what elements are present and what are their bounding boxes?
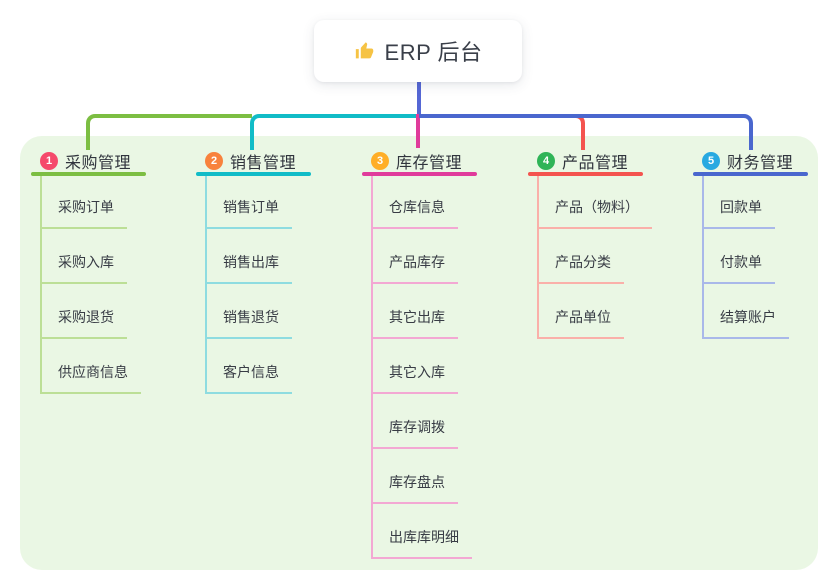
child-node[interactable]: 采购订单 xyxy=(42,176,141,229)
branch-header-4[interactable]: 4 产品管理 xyxy=(537,150,628,172)
branch-number-badge: 4 xyxy=(537,152,555,170)
child-node[interactable]: 出库库明细 xyxy=(373,504,472,559)
child-node-label: 库存调拨 xyxy=(373,417,458,449)
branch-underline xyxy=(693,172,808,176)
child-node-label: 销售退货 xyxy=(207,307,292,339)
child-node[interactable]: 客户信息 xyxy=(207,339,292,394)
child-node-label: 产品库存 xyxy=(373,252,458,284)
root-node-erp[interactable]: ERP 后台 xyxy=(314,20,522,82)
child-node[interactable]: 付款单 xyxy=(704,229,789,284)
connector-branch-1 xyxy=(86,114,252,150)
child-node-label: 采购订单 xyxy=(42,197,127,229)
child-node-label: 客户信息 xyxy=(207,362,292,394)
child-node-label: 供应商信息 xyxy=(42,362,141,394)
child-node[interactable]: 产品（物料） xyxy=(539,176,652,229)
branch-underline xyxy=(31,172,146,176)
child-node[interactable]: 其它入库 xyxy=(373,339,472,394)
child-node-label: 采购退货 xyxy=(42,307,127,339)
branch-number-badge: 3 xyxy=(371,152,389,170)
child-node-label: 结算账户 xyxy=(704,307,789,339)
child-node-label: 产品分类 xyxy=(539,252,624,284)
child-node[interactable]: 库存调拨 xyxy=(373,394,472,449)
child-node-label: 付款单 xyxy=(704,252,775,284)
child-node[interactable]: 采购入库 xyxy=(42,229,141,284)
branch-header-2[interactable]: 2 销售管理 xyxy=(205,150,296,172)
branch-label: 财务管理 xyxy=(727,155,794,172)
child-node[interactable]: 产品分类 xyxy=(539,229,652,284)
branch-underline xyxy=(528,172,643,176)
branch-header-3[interactable]: 3 库存管理 xyxy=(371,150,462,172)
child-node-label: 其它出库 xyxy=(373,307,458,339)
child-node-label: 产品单位 xyxy=(539,307,624,339)
branch-label: 库存管理 xyxy=(396,155,463,172)
branch-header-1[interactable]: 1 采购管理 xyxy=(40,150,131,172)
branch-label: 采购管理 xyxy=(65,155,132,172)
connector-branch-5 xyxy=(419,114,753,150)
branches-panel xyxy=(20,136,818,570)
branch-underline xyxy=(362,172,477,176)
branch-label: 销售管理 xyxy=(230,155,297,172)
branch-children-3: 仓库信息产品库存其它出库其它入库库存调拨库存盘点出库库明细 xyxy=(371,176,472,559)
child-node[interactable]: 结算账户 xyxy=(704,284,789,339)
child-node-label: 产品（物料） xyxy=(539,197,652,229)
child-node-label: 回款单 xyxy=(704,197,775,229)
child-node[interactable]: 销售退货 xyxy=(207,284,292,339)
child-node[interactable]: 仓库信息 xyxy=(373,176,472,229)
connector-branch-2 xyxy=(250,114,417,150)
branch-number-badge: 5 xyxy=(702,152,720,170)
branch-underline xyxy=(196,172,311,176)
child-node-label: 仓库信息 xyxy=(373,197,458,229)
branch-header-5[interactable]: 5 财务管理 xyxy=(702,150,793,172)
child-node-label: 库存盘点 xyxy=(373,472,458,504)
child-node[interactable]: 供应商信息 xyxy=(42,339,141,394)
branch-children-4: 产品（物料） 产品分类产品单位 xyxy=(537,176,652,339)
child-node[interactable]: 销售订单 xyxy=(207,176,292,229)
root-connector xyxy=(417,82,421,116)
child-node[interactable]: 库存盘点 xyxy=(373,449,472,504)
connector-branch-3 xyxy=(416,114,420,148)
child-node[interactable]: 产品单位 xyxy=(539,284,652,339)
branch-label: 产品管理 xyxy=(562,155,629,172)
branch-number-badge: 1 xyxy=(40,152,58,170)
child-node[interactable]: 产品库存 xyxy=(373,229,472,284)
branch-children-2: 销售订单销售出库销售退货客户信息 xyxy=(205,176,292,394)
child-node[interactable]: 其它出库 xyxy=(373,284,472,339)
branch-children-1: 采购订单采购入库采购退货供应商信息 xyxy=(40,176,141,394)
child-node[interactable]: 销售出库 xyxy=(207,229,292,284)
child-node[interactable]: 回款单 xyxy=(704,176,789,229)
child-node-label: 销售出库 xyxy=(207,252,292,284)
root-label: ERP 后台 xyxy=(384,40,483,65)
child-node-label: 其它入库 xyxy=(373,362,458,394)
branch-children-5: 回款单付款单结算账户 xyxy=(702,176,789,339)
thumbs-up-icon xyxy=(354,40,376,62)
child-node-label: 采购入库 xyxy=(42,252,127,284)
child-node[interactable]: 采购退货 xyxy=(42,284,141,339)
branch-number-badge: 2 xyxy=(205,152,223,170)
child-node-label: 销售订单 xyxy=(207,197,292,229)
child-node-label: 出库库明细 xyxy=(373,527,472,559)
